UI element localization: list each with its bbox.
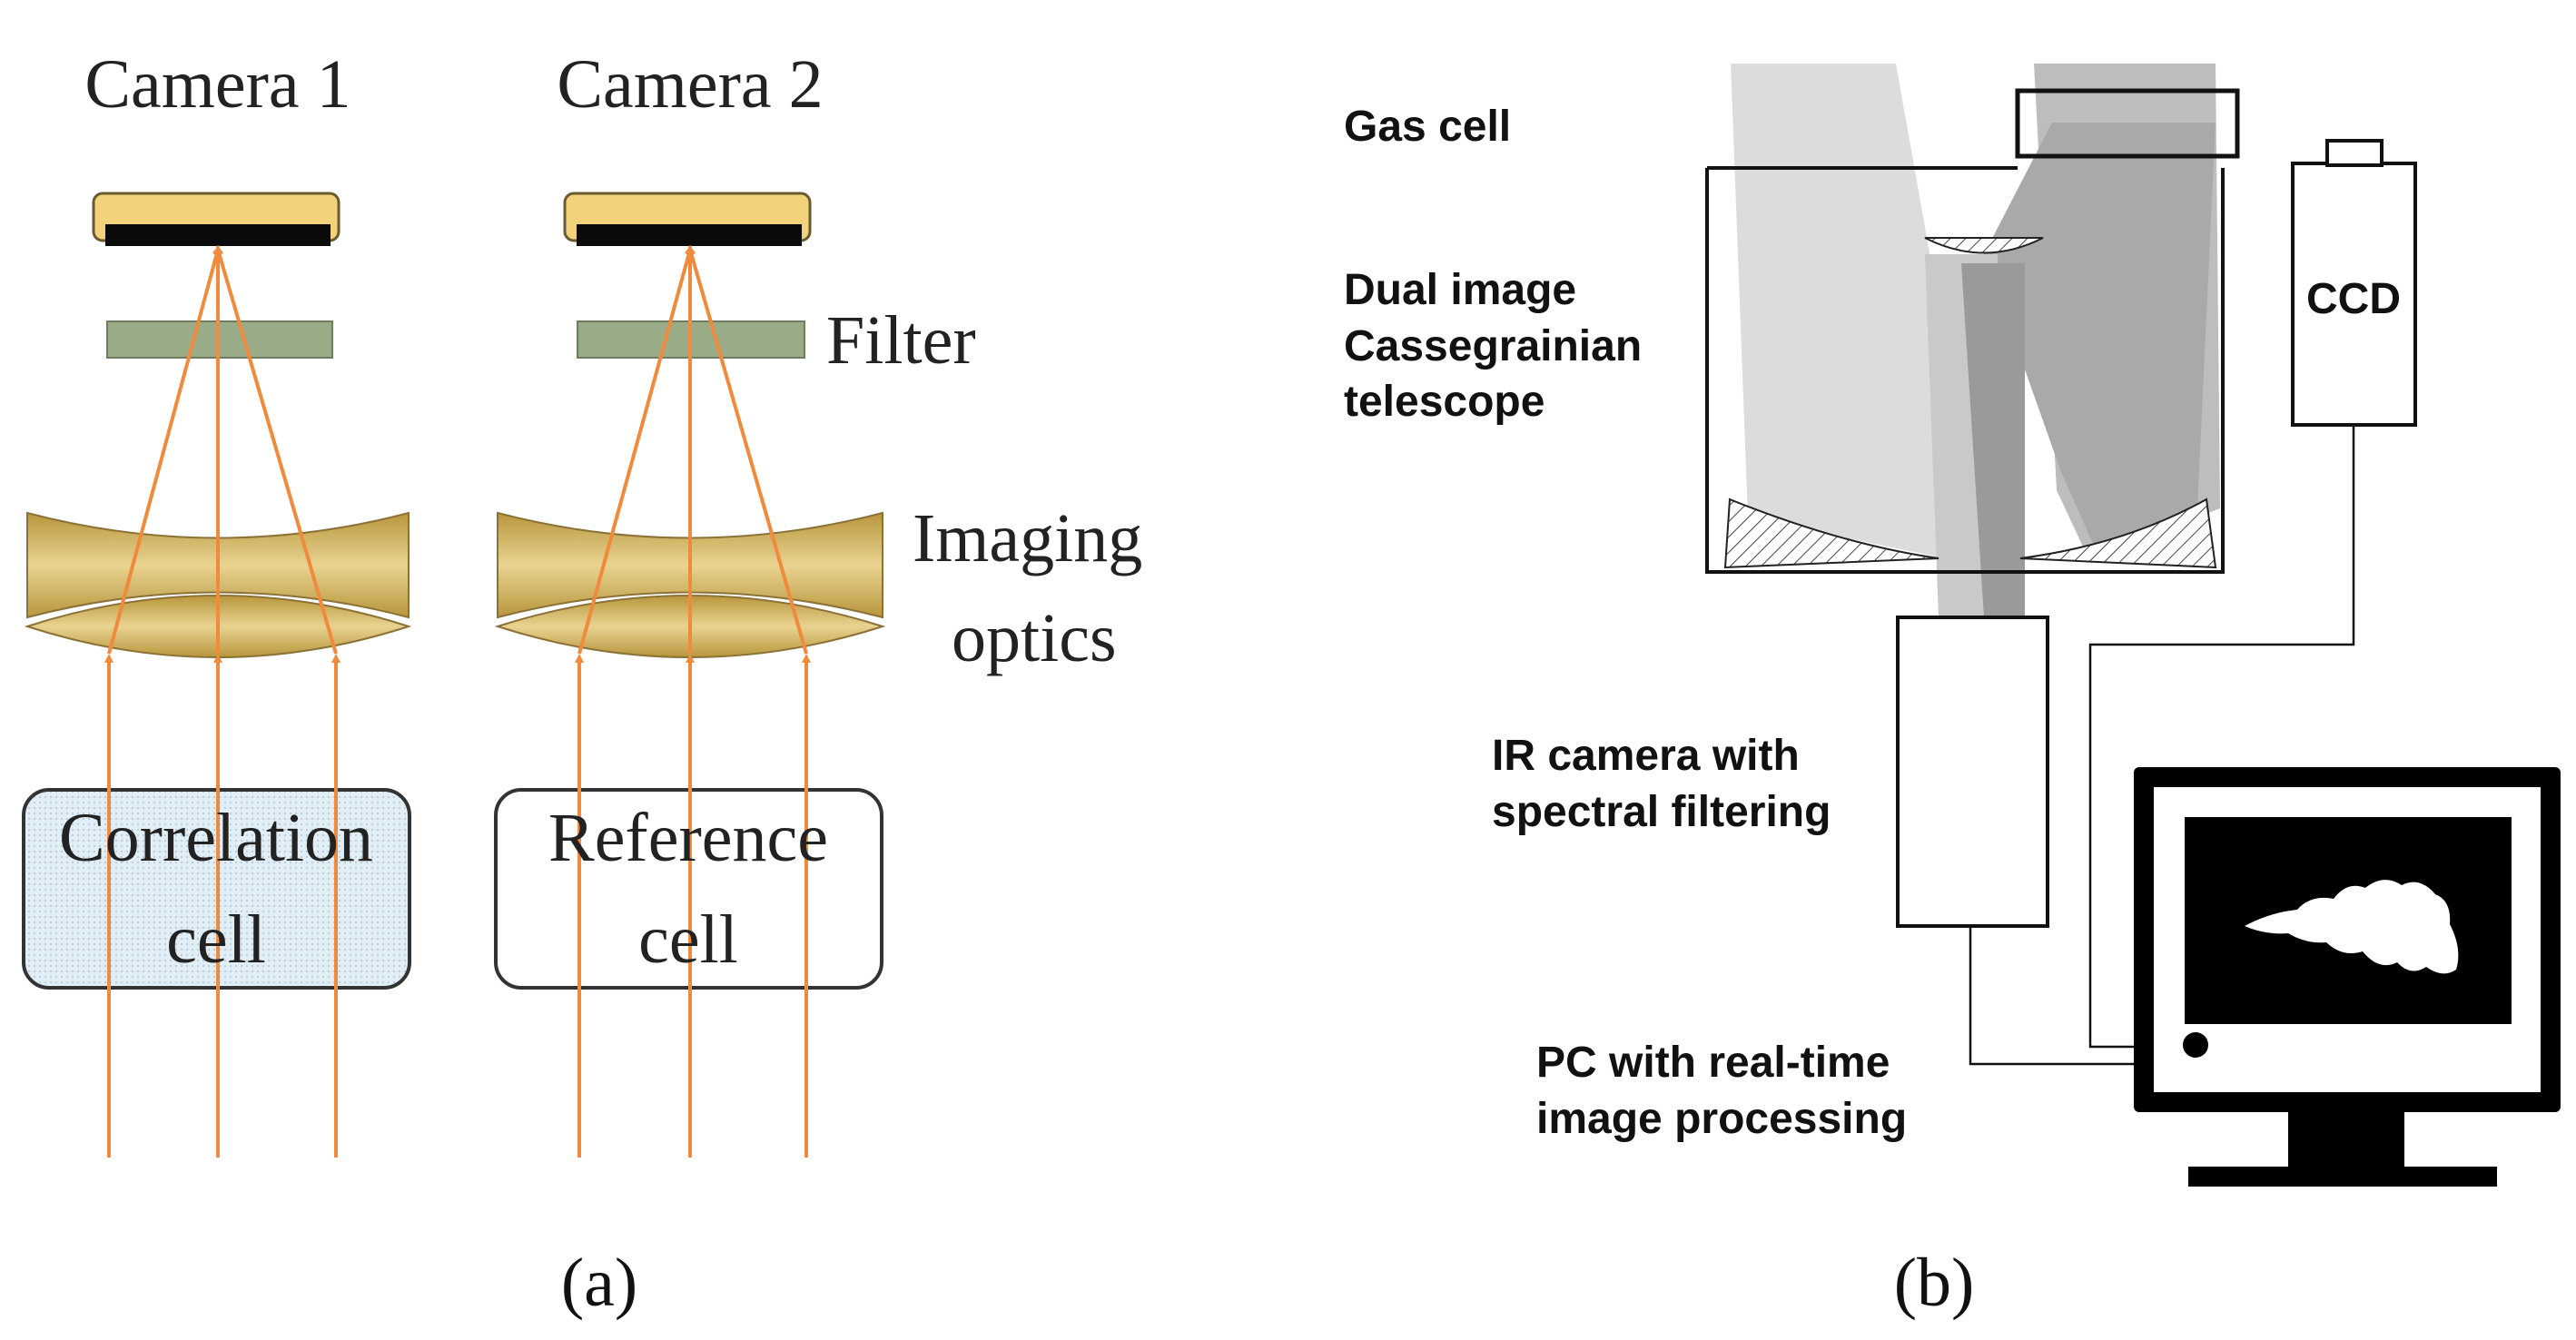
reference-cell-label-line1: Reference	[548, 800, 828, 876]
primary-mirror-left	[1723, 498, 1939, 569]
monitor-power-button	[2183, 1032, 2208, 1058]
imaging-optics-label-line1: Imaging	[913, 500, 1142, 576]
telescope-label-line2: Cassegrainian	[1344, 322, 1642, 370]
light-beam-left	[1731, 64, 1975, 558]
ir-camera-cable	[1969, 926, 2134, 1066]
panel-b: Gas cell Dual image Cassegrainian telesc…	[1344, 64, 2561, 1321]
camera2-sensor	[563, 192, 812, 246]
ccd-cable	[2088, 425, 2355, 1049]
pc-label-line1: PC with real-time	[1536, 1039, 1890, 1087]
panel-b-caption: (b)	[1894, 1245, 1975, 1321]
pc-monitor	[2134, 767, 2561, 1187]
correlation-cell-label-line1: Correlation	[59, 800, 373, 876]
light-beam-right-dark	[1984, 123, 2216, 554]
panel-a: Camera 1 Camera 2 Filter Imaging optics	[22, 46, 1142, 1321]
ir-camera	[1896, 616, 2049, 928]
imaging-optics-label-line2: optics	[952, 600, 1117, 676]
secondary-mirror	[1924, 237, 2044, 254]
ir-camera-label-line1: IR camera with	[1492, 732, 1800, 780]
ir-camera-label-line2: spectral filtering	[1492, 788, 1831, 836]
telescope-label-line3: telescope	[1344, 378, 1545, 426]
camera1-sensor	[92, 192, 341, 246]
telescope-label-line1: Dual image	[1344, 266, 1576, 314]
camera2-light-rays	[575, 245, 811, 1158]
gas-cell-label: Gas cell	[1344, 103, 1511, 151]
gas-plume-image	[2245, 880, 2459, 974]
ccd-label: CCD	[2306, 275, 2401, 323]
correlation-cell-label-line2: cell	[166, 902, 266, 978]
primary-mirror-right	[2019, 498, 2217, 569]
filter-label: Filter	[826, 302, 976, 379]
ccd-lens-cap	[2325, 139, 2384, 167]
light-beam-split	[1961, 263, 2025, 617]
telescope-housing	[1705, 168, 2225, 574]
panel-a-caption: (a)	[561, 1245, 637, 1321]
gas-cell	[2015, 88, 2240, 159]
camera2-label: Camera 2	[557, 46, 823, 123]
reference-cell-label-line2: cell	[638, 902, 738, 978]
camera1-light-rays	[104, 245, 341, 1158]
camera1-label: Camera 1	[84, 46, 350, 123]
pc-label-line2: image processing	[1536, 1095, 1907, 1143]
